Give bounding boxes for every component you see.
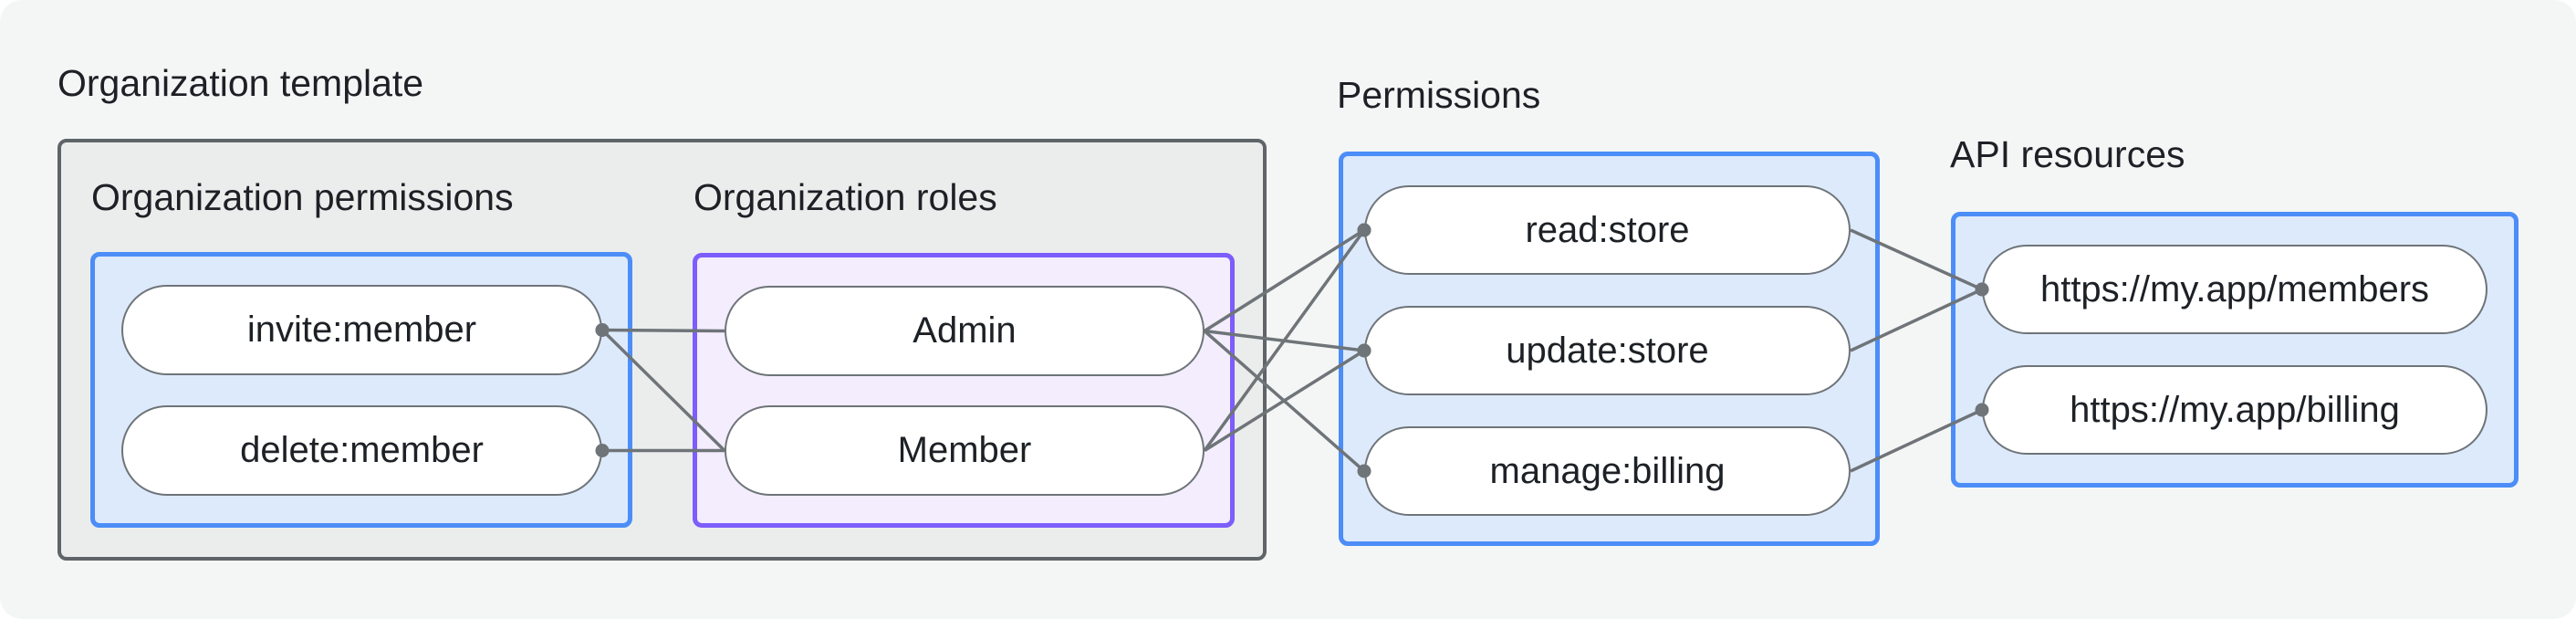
pill-update-store: update:store — [1364, 306, 1851, 395]
organization-template-label: Organization template — [57, 62, 424, 104]
pill-manage-billing: manage:billing — [1364, 426, 1851, 516]
organization-roles-label: Organization roles — [694, 176, 997, 218]
pill-admin-role: Admin — [725, 286, 1205, 376]
pill-member-role: Member — [725, 405, 1205, 496]
organization-permissions-label: Organization permissions — [91, 176, 514, 218]
permissions-label: Permissions — [1337, 74, 1541, 116]
pill-api-members-url: https://my.app/members — [1982, 245, 2487, 334]
api-resources-label: API resources — [1950, 133, 2185, 175]
pill-delete-member: delete:member — [121, 405, 602, 496]
pill-api-billing-url: https://my.app/billing — [1982, 365, 2487, 455]
pill-invite-member: invite:member — [121, 285, 602, 375]
pill-read-store: read:store — [1364, 185, 1851, 275]
